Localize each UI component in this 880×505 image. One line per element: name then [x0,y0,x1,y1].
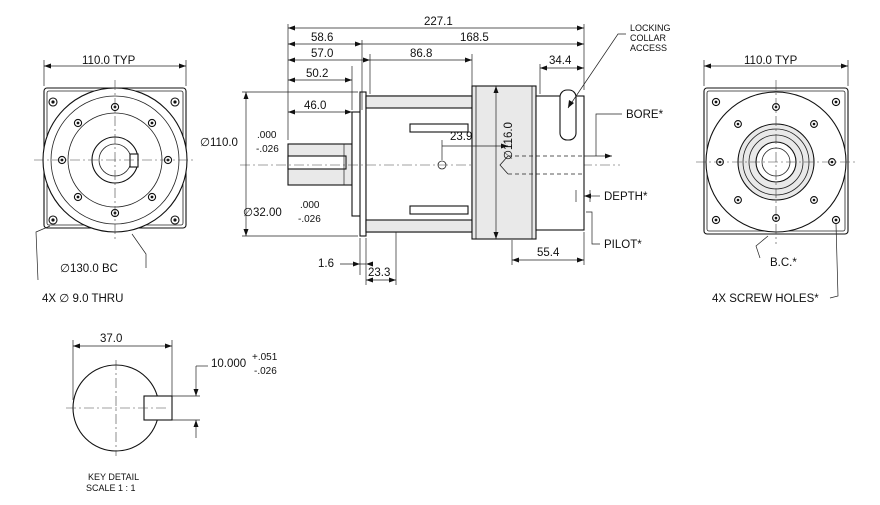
screw-holes-label: 4X SCREW HOLES* [712,293,819,305]
key-tol-lower: -.026 [254,366,277,377]
locking-collar-line2: COLLAR [630,33,667,43]
left-width-label: 110.0 TYP [82,55,136,67]
flange-tol-upper: .000 [257,130,277,141]
shaft-tol-lower: -.026 [298,214,321,225]
flange-tol-lower: -.026 [256,144,279,155]
len-1-6-label: 1.6 [318,258,334,270]
len-50-2-label: 50.2 [306,68,328,80]
front-view-input [696,60,856,299]
bc-label: B.C.* [770,257,797,269]
depth-label: DEPTH* [604,191,648,203]
right-width-label: 110.0 TYP [744,55,798,67]
bolt-circle-label: ∅130.0 BC [60,263,118,275]
screw-hole [711,97,721,107]
bolt-hole [147,192,157,202]
len-168-5-label: 168.5 [460,32,489,44]
thru-hole [48,97,58,107]
overall-length-label: 227.1 [424,16,453,28]
len-23-3-label: 23.3 [368,267,390,279]
screw-hole [810,120,818,128]
screw-hole [711,215,721,225]
body-dia-label: ∅116.0 [503,122,515,160]
thru-hole [48,215,58,225]
thru-hole [170,215,180,225]
key-dim-label: 10.000 [211,358,246,370]
flange-dia-label: ∅110.0 [200,137,238,149]
bore-label: BORE* [626,109,664,121]
thru-holes-label: 4X ∅ 9.0 THRU [42,293,123,305]
key-detail-scale: SCALE 1 : 1 [86,483,136,493]
front-view-output [34,60,196,281]
screw-hole [831,215,841,225]
len-23-9-label: 23.9 [450,131,472,143]
bolt-hole [73,192,83,202]
locking-collar-line3: ACCESS [630,43,667,53]
screw-hole [810,196,818,204]
len-58-6-label: 58.6 [311,32,333,44]
pilot-label: PILOT* [604,239,642,251]
key-detail-view [66,340,208,456]
screw-hole [734,120,742,128]
len-86-8-label: 86.8 [410,48,432,60]
shaft-tol-upper: .000 [300,200,320,211]
screw-hole [734,196,742,204]
len-34-4-label: 34.4 [549,55,572,67]
key-width-label: 37.0 [100,333,122,345]
side-view-dimensions [242,24,626,285]
screw-hole [831,97,841,107]
bolt-hole [73,118,83,128]
key-detail-title: KEY DETAIL [88,472,139,482]
len-57-0-label: 57.0 [311,48,333,60]
side-view [240,85,620,240]
thru-hole [170,97,180,107]
len-46-0-label: 46.0 [304,100,326,112]
key-tol-upper: +.051 [252,352,278,363]
shaft-dia-label: ∅32.00 [243,207,282,219]
locking-collar-line1: LOCKING [630,23,671,33]
bolt-hole [147,118,157,128]
len-55-4-label: 55.4 [537,247,560,259]
